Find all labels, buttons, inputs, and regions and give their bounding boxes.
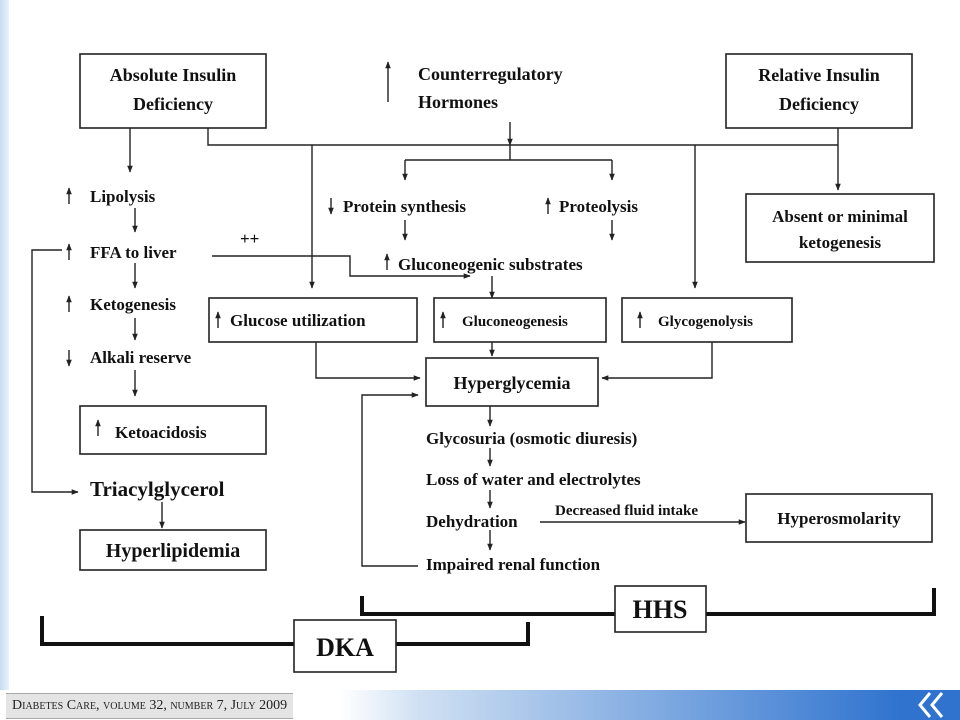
counterregulatory-line1: Counterregulatory (418, 64, 563, 84)
hyperglycemia-box (425, 357, 599, 407)
hyperlipidemia-label: Hyperlipidemia (106, 540, 240, 562)
ketoacidosis-box (79, 405, 267, 455)
hhs-bracket (360, 588, 936, 616)
absent-ketogenesis-box (745, 193, 935, 263)
absent-ketogenesis-line1: Absent or minimal (772, 207, 908, 226)
connectors (31, 122, 841, 567)
absent-ketogenesis-line2: ketogenesis (799, 233, 882, 252)
dka-label: DKA (316, 633, 374, 662)
indicator-arrows (66, 61, 643, 436)
plus-plus-label: ++ (240, 229, 259, 248)
alkali-reserve-label: Alkali reserve (90, 348, 192, 367)
ffa-to-liver-label: FFA to liver (90, 243, 177, 262)
relative-deficiency-line1: Relative Insulin (758, 65, 880, 85)
left-accent-stripe (0, 0, 9, 690)
chevron-left-icon (918, 692, 944, 718)
protein-synthesis-label: Protein synthesis (343, 197, 466, 216)
relative-deficiency-line2: Deficiency (779, 94, 859, 114)
decreased-fluid-label: Decreased fluid intake (555, 503, 698, 519)
gluconeogenesis-label: Gluconeogenesis (462, 314, 568, 330)
hhs-label: HHS (633, 595, 688, 624)
hhs-box (614, 585, 707, 633)
glucose-utilization-box (208, 297, 418, 343)
dka-hhs-pathogenesis-diagram: Absolute Insulin Deficiency Counterregul… (31, 53, 936, 673)
footer-bar: Diabetes Care, volume 32, number 7, July… (0, 690, 960, 720)
dehydration-label: Dehydration (426, 512, 518, 531)
counterregulatory-line2: Hormones (418, 92, 498, 112)
citation-label: Diabetes Care, volume 32, number 7, July… (6, 693, 294, 719)
absolute-deficiency-line1: Absolute Insulin (110, 65, 237, 85)
glycogenolysis-label: Glycogenolysis (658, 314, 753, 330)
gluconeogenesis-box (433, 297, 607, 343)
absolute-deficiency-box (79, 53, 267, 129)
lipolysis-label: Lipolysis (90, 187, 156, 206)
glucose-utilization-label: Glucose utilization (230, 311, 366, 330)
ketogenesis-label: Ketogenesis (90, 295, 176, 314)
gluconeogenic-substrates-label: Gluconeogenic substrates (398, 255, 583, 274)
dka-bracket (40, 616, 530, 646)
relative-deficiency-box (725, 53, 913, 129)
glycosuria-label: Glycosuria (osmotic diuresis) (426, 429, 637, 448)
dka-box (293, 619, 397, 673)
glycogenolysis-box (621, 297, 793, 343)
proteolysis-label: Proteolysis (559, 197, 638, 216)
absolute-deficiency-line2: Deficiency (133, 94, 213, 114)
hyperosmolarity-box (745, 493, 933, 543)
hyperlipidemia-box (79, 529, 267, 571)
loss-water-label: Loss of water and electrolytes (426, 470, 641, 489)
hyperosmolarity-label: Hyperosmolarity (777, 509, 901, 528)
impaired-renal-label: Impaired renal function (426, 555, 601, 574)
ketoacidosis-label: Ketoacidosis (115, 423, 207, 442)
triacylglycerol-label: Triacylglycerol (90, 477, 225, 501)
hyperglycemia-label: Hyperglycemia (454, 373, 571, 393)
